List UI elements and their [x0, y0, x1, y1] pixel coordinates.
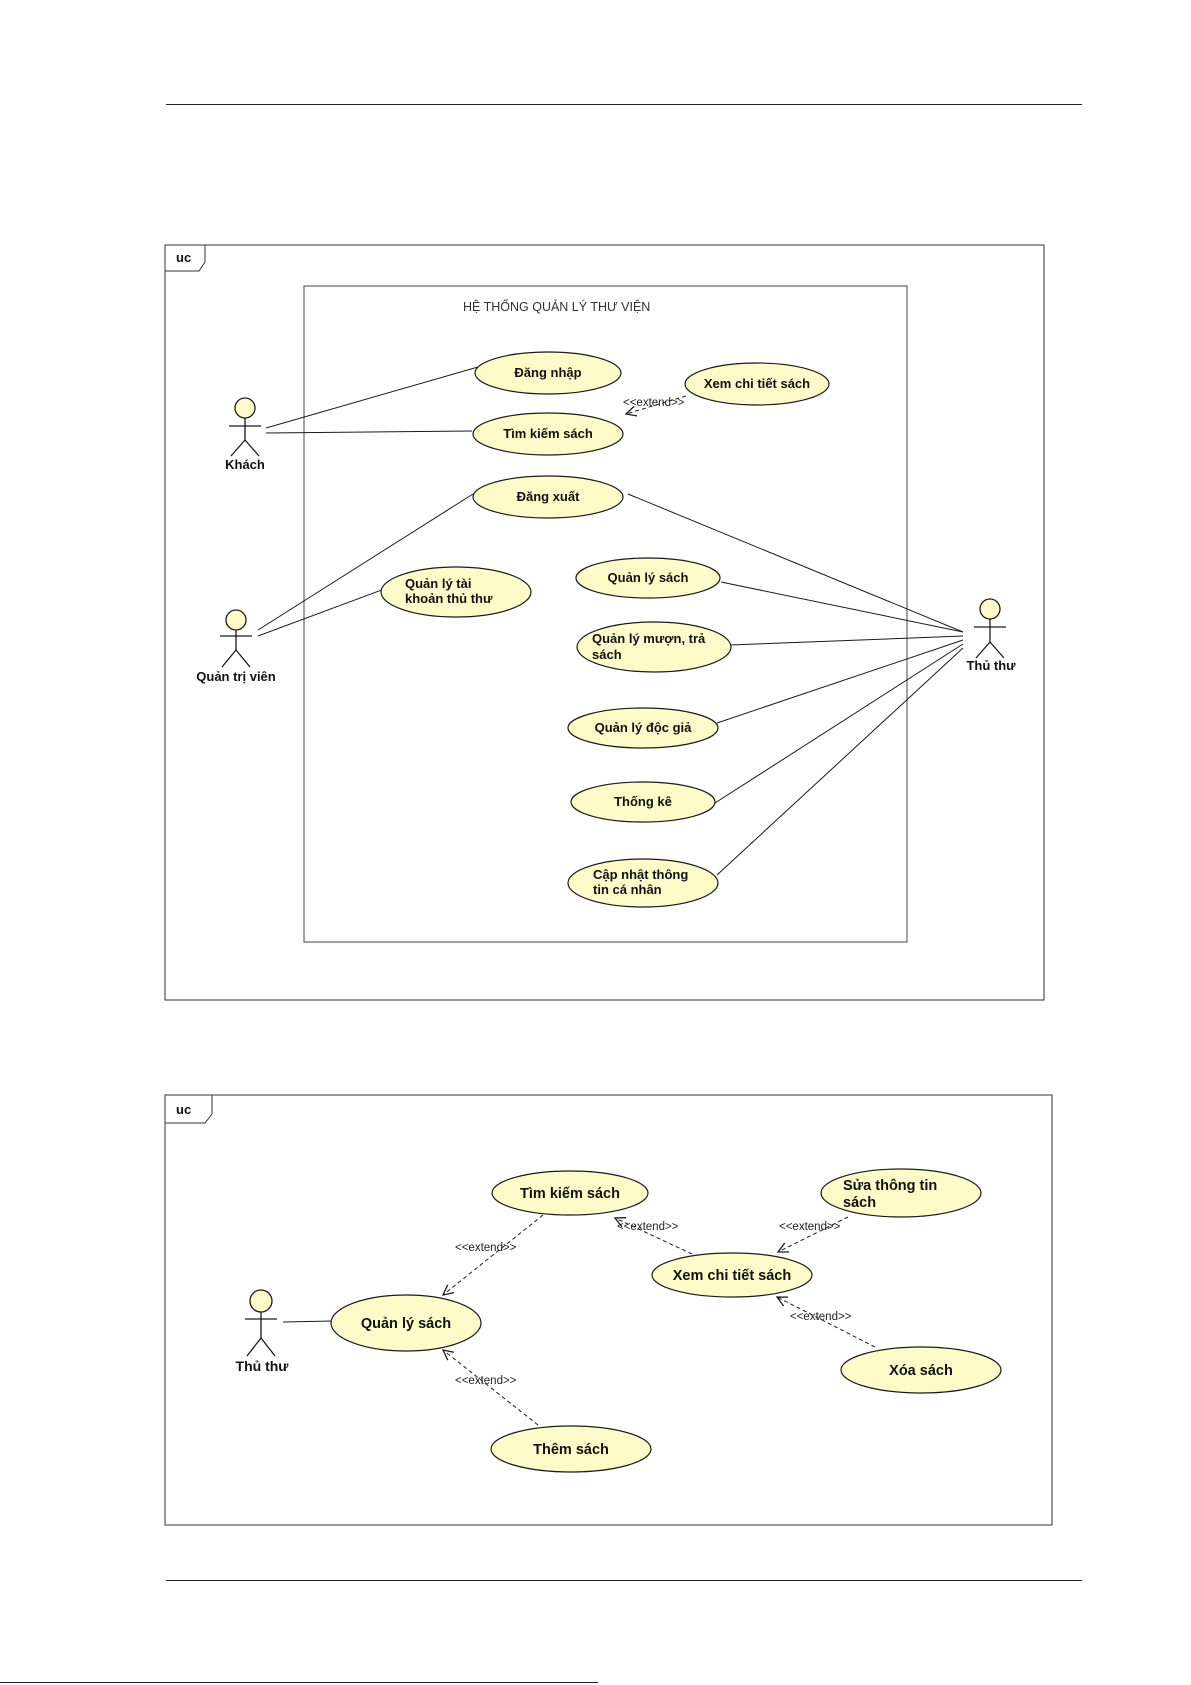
assoc-qtv-dang-xuat [257, 493, 474, 631]
actor-thu-thu-2 [245, 1289, 277, 1357]
extend-xem-to-tim-kiem [615, 1218, 693, 1255]
extend-label-1: <<extend>> [623, 397, 685, 409]
actor-khach [229, 397, 261, 457]
assoc-thuthu-muon-tra [729, 635, 964, 646]
actor-label-khach: Khách [225, 457, 265, 472]
extend-label-2a: <<extend>> [455, 1242, 517, 1254]
assoc-thuthu-thong-ke [714, 643, 964, 804]
actor-thu-thu-1 [974, 598, 1006, 659]
assoc-thuthu-quan-ly-sach-2 [282, 1320, 334, 1323]
usecase-label: Quản lý sách [608, 570, 689, 585]
extend-tim-kiem-to-quan-ly [443, 1214, 544, 1295]
usecase-xem-chi-tiet-sach-1: Xem chi tiết sách [684, 362, 830, 406]
diagram-1: uc HỆ THỐNG QUẢN LÝ THƯ VIỆN <<extend>> … [164, 244, 1045, 1001]
frame-1-tag-box [165, 244, 206, 272]
assoc-thuthu-quan-ly-sach [720, 581, 964, 633]
usecase-quan-ly-doc-gia: Quản lý độc giả [567, 707, 719, 749]
usecase-label: Xóa sách [889, 1363, 953, 1379]
usecase-label: Đăng xuất [517, 489, 581, 504]
extend-sua-to-xem [778, 1216, 849, 1252]
usecase-label-line2: sách [843, 1195, 876, 1211]
usecase-quan-ly-sach-1: Quản lý sách [575, 557, 721, 599]
usecase-xoa-sach: Xóa sách [840, 1346, 1002, 1394]
diagram-2: uc <<extend>> <<extend>> <<extend>> <<ex… [164, 1094, 1053, 1526]
actor-label-thu-thu-2: Thủ thư [236, 1358, 290, 1374]
actor-quan-tri-vien [220, 609, 252, 668]
usecase-label-line2: tin cá nhân [593, 882, 662, 897]
usecase-tim-kiem-sach-1: Tìm kiếm sách [472, 412, 624, 456]
frame-2-tag-box [165, 1094, 213, 1124]
extend-them-to-quan-ly [443, 1350, 539, 1426]
assoc-khach-dang-nhap [265, 366, 479, 429]
usecase-quan-ly-tai-khoan: Quản lý tài khoản thủ thư [380, 566, 532, 618]
usecase-tim-kiem-sach-2: Tìm kiếm sách [491, 1170, 649, 1216]
extend-xoa-to-xem [777, 1297, 876, 1348]
usecase-them-sach: Thêm sách [490, 1425, 652, 1473]
extend-arrow-1 [626, 395, 687, 414]
usecase-label: Quản lý sách [361, 1316, 451, 1332]
usecase-label-line2: khoản thủ thư [405, 591, 493, 606]
footnote-rule [0, 1682, 598, 1683]
usecase-label-line1: Cập nhật thông [593, 867, 688, 882]
frame-1-tag: uc [176, 250, 191, 265]
usecase-label: Đăng nhập [514, 365, 581, 380]
actor-label-thu-thu-1: Thủ thư [966, 658, 1016, 673]
system-title: HỆ THỐNG QUẢN LÝ THƯ VIỆN [463, 299, 650, 314]
usecase-label: Thêm sách [533, 1442, 609, 1458]
frame-2-tag: uc [176, 1102, 191, 1117]
assoc-thuthu-cap-nhat [716, 647, 964, 876]
usecase-quan-ly-sach-2: Quản lý sách [330, 1294, 482, 1352]
assoc-qtv-tai-khoan [257, 587, 388, 637]
extend-arrows-2 [443, 1214, 876, 1426]
system-boundary [303, 285, 908, 943]
usecase-quan-ly-muon-tra: Quản lý mượn, trả sách [576, 621, 732, 673]
usecase-label: Thống kê [614, 794, 672, 809]
assoc-thuthu-dang-xuat [627, 493, 964, 633]
frame-1 [164, 244, 1045, 1001]
extend-label-2b: <<extend>> [455, 1375, 517, 1387]
usecase-xem-chi-tiet-sach-2: Xem chi tiết sách [651, 1252, 813, 1298]
footer-rule [166, 1580, 1082, 1581]
assoc-khach-tim-kiem [265, 430, 473, 434]
extend-label-2c: <<extend>> [617, 1221, 679, 1233]
usecase-cap-nhat-thong-tin: Cập nhật thông tin cá nhân [567, 858, 719, 908]
usecase-label-line1: Quản lý tài [405, 576, 471, 591]
usecase-sua-thong-tin-sach: Sửa thông tin sách [820, 1168, 982, 1218]
usecase-dang-xuat: Đăng xuất [472, 475, 624, 519]
usecase-label-line1: Quản lý mượn, trả [592, 631, 706, 646]
usecase-label-line2: sách [592, 647, 622, 662]
usecase-label: Xem chi tiết sách [704, 376, 810, 391]
usecase-label: Quản lý độc giả [595, 720, 693, 735]
header-rule [166, 104, 1082, 105]
usecase-label: Tìm kiếm sách [503, 426, 593, 441]
extend-label-2e: <<extend>> [790, 1311, 852, 1323]
frame-2 [164, 1094, 1053, 1526]
usecase-dang-nhap: Đăng nhập [474, 351, 622, 395]
usecase-label: Xem chi tiết sách [673, 1268, 791, 1284]
usecase-label-line1: Sửa thông tin [843, 1178, 937, 1194]
extend-label-2d: <<extend>> [779, 1221, 841, 1233]
assoc-thuthu-doc-gia [716, 639, 964, 724]
usecase-label: Tìm kiếm sách [520, 1186, 620, 1202]
usecase-thong-ke: Thống kê [570, 781, 716, 823]
actor-label-quan-tri-vien: Quản trị viên [196, 669, 276, 684]
associations-1 [257, 366, 964, 876]
